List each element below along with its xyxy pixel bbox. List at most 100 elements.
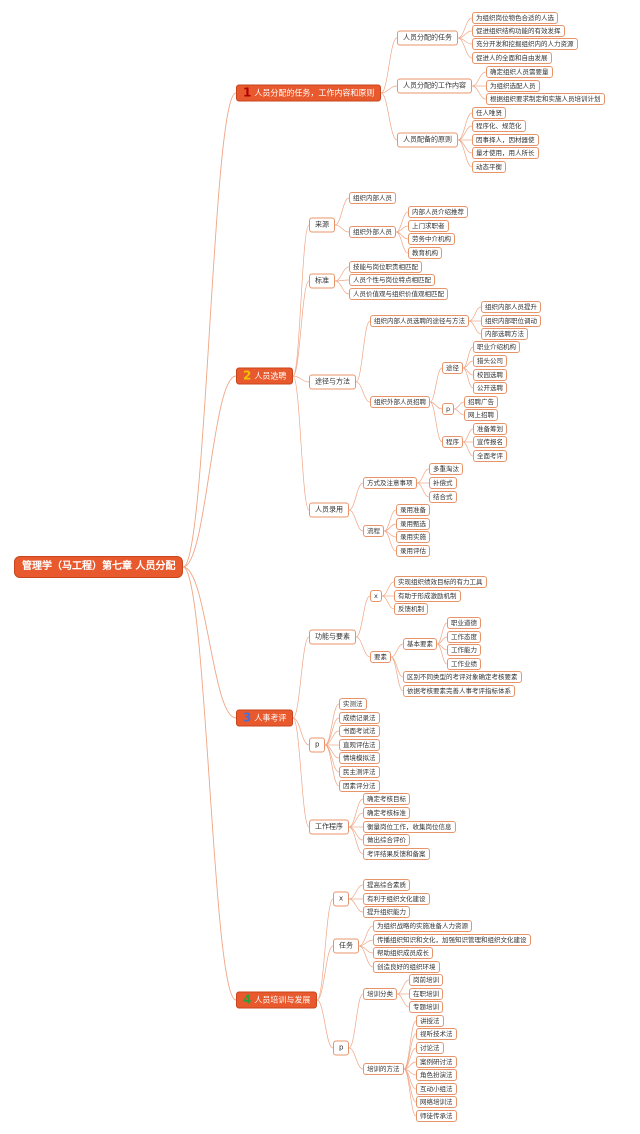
topic-node-1-0-1-2[interactable]: 劳务中介机构 — [408, 233, 455, 245]
topic-node-1-3-0-0[interactable]: 多重淘汰 — [429, 463, 463, 475]
topic-node-1-3-0[interactable]: 方式及注意事项 — [363, 477, 417, 489]
topic-node-3-1-0[interactable]: 为组织战略的实施准备人力资源 — [373, 920, 472, 932]
topic-node-0-2-3[interactable]: 量才使用，用人所长 — [472, 147, 539, 159]
topic-node-2-1[interactable]: p — [309, 737, 326, 753]
topic-node-0-2[interactable]: 人员配备的原则 — [397, 132, 458, 148]
topic-node-2-1-0[interactable]: 实测法 — [339, 698, 367, 710]
topic-node-3-2-1-3[interactable]: 案例研讨法 — [416, 1056, 457, 1068]
topic-node-2-1-1[interactable]: 成绩记录法 — [339, 712, 380, 724]
topic-node-3-2[interactable]: p — [333, 1040, 350, 1056]
topic-node-1-2-1-1-1[interactable]: 网上招聘 — [464, 409, 498, 421]
topic-node-2-2-1[interactable]: 确定考核标准 — [363, 807, 410, 819]
topic-node-1-2-0-1[interactable]: 组织内部职位调动 — [481, 315, 541, 327]
topic-node-2-0-1[interactable]: 要素 — [370, 651, 391, 663]
topic-node-3-1-3[interactable]: 创造良好的组织环境 — [373, 961, 440, 973]
topic-node-1-3-1-3[interactable]: 录用评估 — [396, 545, 430, 557]
topic-node-1-2-1-2-2[interactable]: 全面考评 — [473, 450, 507, 462]
topic-node-1-2-1-0-0[interactable]: 职业介绍机构 — [473, 341, 520, 353]
topic-node-3-2-1-7[interactable]: 师徒传承法 — [416, 1110, 457, 1122]
topic-node-2-0-1-0[interactable]: 基本要素 — [403, 638, 437, 650]
topic-node-2-0-0[interactable]: x — [370, 590, 382, 602]
topic-node-3-0-1[interactable]: 有利于组织文化建设 — [363, 893, 430, 905]
topic-node-3-1-1[interactable]: 传播组织知识和文化，加强知识管理和组织文化建设 — [373, 934, 531, 946]
topic-node-3-2-0-0[interactable]: 岗前培训 — [409, 974, 443, 986]
topic-node-2-0-0-0[interactable]: 实现组织绩效目标的有力工具 — [394, 576, 487, 588]
topic-node-2-0-0-2[interactable]: 反馈机制 — [394, 603, 428, 615]
topic-node-0-2-0[interactable]: 任人唯贤 — [472, 107, 506, 119]
topic-node-1-3-0-1[interactable]: 补偿式 — [429, 477, 457, 489]
topic-node-3-1-2[interactable]: 帮助组织成员成长 — [373, 947, 433, 959]
topic-node-0-0-3[interactable]: 促进人的全面和自由发展 — [472, 52, 552, 64]
topic-node-2-2-2[interactable]: 衡量岗位工作，收集岗位信息 — [363, 821, 456, 833]
topic-node-1-0-1-3[interactable]: 教育机构 — [408, 247, 442, 259]
topic-node-3-2-1-1[interactable]: 视听技术法 — [416, 1028, 457, 1040]
topic-node-0-0-0[interactable]: 为组织岗位物色合适的人选 — [472, 12, 558, 24]
topic-node-0-2-4[interactable]: 动态平衡 — [472, 161, 506, 173]
topic-node-1-2[interactable]: 途径与方法 — [309, 374, 356, 390]
topic-node-1-2-1-1[interactable]: p — [442, 403, 455, 415]
topic-node-0-2-1[interactable]: 程序化、规范化 — [472, 120, 526, 132]
topic-node-1-2-1-2-0[interactable]: 准备筹划 — [473, 423, 507, 435]
topic-node-2-0-1-2[interactable]: 依据考核要素完善人事考评指标体系 — [403, 685, 515, 697]
topic-node-1-2-0-2[interactable]: 内部选聘方法 — [481, 328, 528, 340]
topic-node-0-1[interactable]: 人员分配的工作内容 — [397, 78, 472, 94]
topic-node-1-0-1-0[interactable]: 内部人员介绍推荐 — [408, 206, 468, 218]
topic-node-1-2-0[interactable]: 组织内部人员选聘的途径与方法 — [370, 315, 469, 327]
topic-node-3-2-1-6[interactable]: 网络培训法 — [416, 1096, 457, 1108]
topic-node-0-1-1[interactable]: 为组织选配人员 — [486, 80, 540, 92]
topic-node-0-0-2[interactable]: 充分开发和挖掘组织内的人力资源 — [472, 38, 578, 50]
topic-node-2-0-1-0-3[interactable]: 工作业绩 — [447, 658, 481, 670]
topic-node-3-2-1-0[interactable]: 讲授法 — [416, 1015, 444, 1027]
topic-node-0-2-2[interactable]: 因事择人，因材器使 — [472, 134, 539, 146]
topic-node-2-1-2[interactable]: 书面考试法 — [339, 725, 380, 737]
topic-node-1-2-1-0-2[interactable]: 校园选聘 — [473, 369, 507, 381]
topic-node-1-0-0[interactable]: 组织内部人员 — [349, 192, 396, 204]
topic-node-1-2-1-0-1[interactable]: 猎头公司 — [473, 355, 507, 367]
topic-node-2-0-1-0-2[interactable]: 工作能力 — [447, 644, 481, 656]
topic-node-2-1-4[interactable]: 情境模拟法 — [339, 752, 380, 764]
topic-node-1-1-2[interactable]: 人员价值观与组织价值观相匹配 — [349, 288, 448, 300]
topic-node-3-2-0-1[interactable]: 在职培训 — [409, 988, 443, 1000]
topic-node-1-2-1[interactable]: 组织外部人员招聘 — [370, 396, 430, 408]
topic-node-2-0-0-1[interactable]: 有助于形成激励机制 — [394, 590, 461, 602]
topic-node-1-2-0-0[interactable]: 组织内部人员提升 — [481, 301, 541, 313]
topic-node-2-2[interactable]: 工作程序 — [309, 819, 349, 835]
topic-node-0-0[interactable]: 人员分配的任务 — [397, 30, 458, 46]
topic-node-2-2-3[interactable]: 做出综合评价 — [363, 834, 410, 846]
topic-node-2-1-3[interactable]: 直观评估法 — [339, 739, 380, 751]
topic-node-0-1-2[interactable]: 根据组织要求制定和实施人员培训计划 — [486, 93, 605, 105]
topic-node-1-1[interactable]: 标准 — [309, 273, 335, 289]
topic-node-3-2-0-2[interactable]: 专题培训 — [409, 1001, 443, 1013]
topic-node-0-0-1[interactable]: 促进组织结构功能的有效发挥 — [472, 25, 565, 37]
topic-node-1-0-1[interactable]: 组织外部人员 — [349, 226, 396, 238]
topic-node-3-0-0[interactable]: 提高综合素质 — [363, 879, 410, 891]
topic-node-2-0-1-0-1[interactable]: 工作态度 — [447, 631, 481, 643]
topic-node-3-0-2[interactable]: 提升组织能力 — [363, 906, 410, 918]
topic-node-2-0[interactable]: 功能与要素 — [309, 629, 356, 645]
topic-node-1-2-1-2[interactable]: 程序 — [442, 436, 463, 448]
topic-node-1-0-1-1[interactable]: 上门求职者 — [408, 220, 449, 232]
topic-node-3-2-1-2[interactable]: 讨论法 — [416, 1042, 444, 1054]
topic-node-1-0[interactable]: 来源 — [309, 217, 335, 233]
topic-node-1-1-0[interactable]: 技能与岗位职责相匹配 — [349, 261, 422, 273]
topic-node-1-2-1-0[interactable]: 途径 — [442, 362, 463, 374]
topic-node-2-0-1-0-0[interactable]: 职业道德 — [447, 617, 481, 629]
topic-node-1-3[interactable]: 人员录用 — [309, 502, 349, 518]
topic-node-3-2-0[interactable]: 培训分类 — [363, 988, 397, 1000]
topic-node-2-1-5[interactable]: 民主测评法 — [339, 766, 380, 778]
topic-node-1-3-1-2[interactable]: 录用实施 — [396, 531, 430, 543]
topic-node-0-1-0[interactable]: 确定组织人员需要量 — [486, 66, 553, 78]
topic-node-1-2-1-2-1[interactable]: 宣传报名 — [473, 436, 507, 448]
topic-node-1-2-1-0-3[interactable]: 公开选聘 — [473, 382, 507, 394]
topic-node-1-3-1-0[interactable]: 录用准备 — [396, 504, 430, 516]
topic-node-3-2-1-4[interactable]: 角色扮演法 — [416, 1069, 457, 1081]
topic-node-1-3-0-2[interactable]: 结合式 — [429, 491, 457, 503]
topic-node-1-3-1[interactable]: 流程 — [363, 525, 384, 537]
topic-node-1-2-1-1-0[interactable]: 招聘广告 — [464, 396, 498, 408]
topic-node-2-2-0[interactable]: 确定考核目标 — [363, 793, 410, 805]
topic-node-1-1-1[interactable]: 人员个性与岗位特点相匹配 — [349, 274, 435, 286]
